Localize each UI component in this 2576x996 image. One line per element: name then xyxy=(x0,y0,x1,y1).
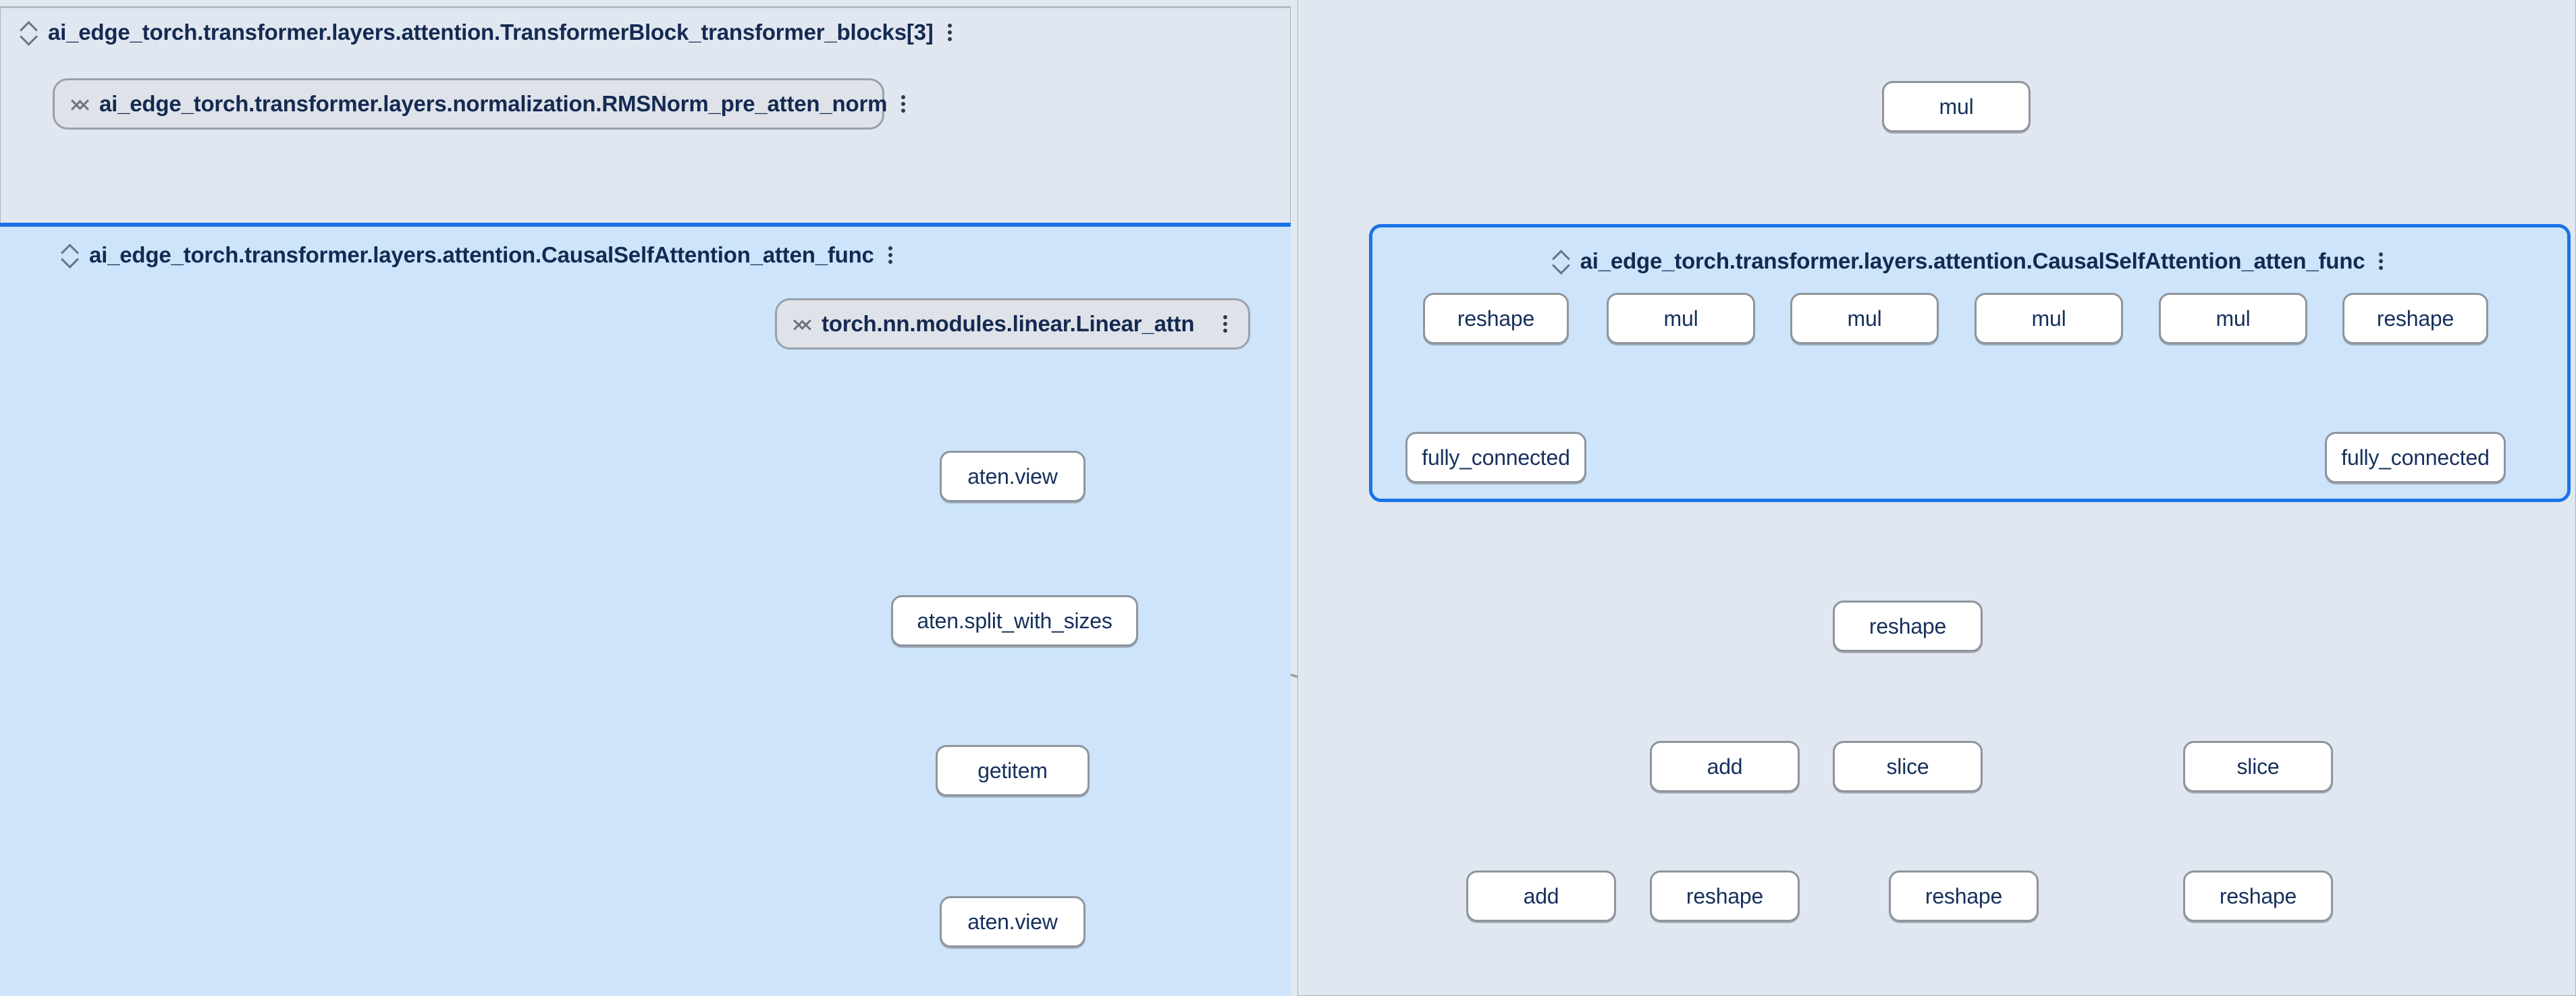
node-slice-1-label: slice xyxy=(1886,754,1929,779)
node-add-1-label: add xyxy=(1707,754,1743,779)
node-reshape-e[interactable]: reshape xyxy=(1889,870,2039,922)
panel-divider xyxy=(0,6,1291,8)
node-reshape-e-label: reshape xyxy=(1925,883,2003,908)
node-mul-1[interactable]: mul xyxy=(1607,293,1755,344)
group-causal-self-attention-left-title: ai_edge_torch.transformer.layers.attenti… xyxy=(89,242,874,267)
node-reshape-c[interactable]: reshape xyxy=(1833,601,1983,652)
node-aten-split-with-sizes[interactable]: aten.split_with_sizes xyxy=(891,595,1138,646)
node-fully-connected-left[interactable]: fully_connected xyxy=(1405,432,1586,483)
node-aten-split-with-sizes-label: aten.split_with_sizes xyxy=(917,608,1112,633)
node-reshape-c-label: reshape xyxy=(1869,613,1947,638)
node-aten-view-2-label: aten.view xyxy=(967,909,1058,934)
node-rmsnorm-module[interactable]: ai_edge_torch.transformer.layers.normali… xyxy=(53,78,906,130)
node-rmsnorm-label: ai_edge_torch.transformer.layers.normali… xyxy=(99,91,888,116)
node-linear-attn-module[interactable]: torch.nn.modules.linear.Linear_attn xyxy=(775,298,1250,350)
group-causal-self-attention-right-title: ai_edge_torch.transformer.layers.attenti… xyxy=(1580,248,2365,273)
node-add-1[interactable]: add xyxy=(1650,741,1800,792)
kebab-menu-icon[interactable] xyxy=(899,92,909,115)
node-reshape-f[interactable]: reshape xyxy=(2183,870,2333,922)
node-getitem[interactable]: getitem xyxy=(936,745,1090,796)
node-mul-4-label: mul xyxy=(2216,306,2251,331)
kebab-menu-icon[interactable] xyxy=(886,244,896,267)
node-fully-connected-right-label: fully_connected xyxy=(2341,445,2490,470)
node-add-2[interactable]: add xyxy=(1466,870,1616,922)
node-slice-1[interactable]: slice xyxy=(1833,741,1983,792)
node-slice-2-label: slice xyxy=(2236,754,2280,779)
kebab-menu-icon[interactable] xyxy=(2377,250,2386,273)
node-reshape-d-label: reshape xyxy=(1686,883,1764,908)
node-reshape-d[interactable]: reshape xyxy=(1650,870,1800,922)
kebab-menu-icon[interactable] xyxy=(1221,312,1231,335)
collapse-chevrons-icon[interactable] xyxy=(62,244,77,267)
node-mul-3-label: mul xyxy=(2031,306,2066,331)
node-fully-connected-right[interactable]: fully_connected xyxy=(2325,432,2506,483)
node-reshape-a[interactable]: reshape xyxy=(1423,293,1569,344)
node-mul-top[interactable]: mul xyxy=(1882,81,2031,132)
node-aten-view-1[interactable]: aten.view xyxy=(940,451,1085,502)
node-getitem-label: getitem xyxy=(977,758,1048,783)
node-linear-attn-label: torch.nn.modules.linear.Linear_attn xyxy=(822,311,1195,336)
node-reshape-f-label: reshape xyxy=(2219,883,2297,908)
node-fully-connected-left-label: fully_connected xyxy=(1422,445,1570,470)
node-reshape-a-label: reshape xyxy=(1457,306,1535,331)
node-aten-view-1-label: aten.view xyxy=(967,464,1058,489)
node-mul-1-label: mul xyxy=(1663,306,1698,331)
expand-chevrons-icon[interactable] xyxy=(72,92,87,115)
node-slice-2[interactable]: slice xyxy=(2183,741,2333,792)
node-mul-4[interactable]: mul xyxy=(2159,293,2307,344)
collapse-chevrons-icon[interactable] xyxy=(1553,250,1568,273)
collapse-chevrons-icon[interactable] xyxy=(21,21,36,44)
node-mul-top-label: mul xyxy=(1939,94,1974,119)
group-transformer-block-header: ai_edge_torch.transformer.layers.attenti… xyxy=(1,8,1290,57)
node-mul-3[interactable]: mul xyxy=(1975,293,2123,344)
expand-chevrons-icon[interactable] xyxy=(795,312,809,335)
group-transformer-block-title: ai_edge_torch.transformer.layers.attenti… xyxy=(48,20,934,45)
node-mul-2-label: mul xyxy=(1847,306,1882,331)
group-causal-self-attention-left-header: ai_edge_torch.transformer.layers.attenti… xyxy=(0,231,1291,279)
node-reshape-b-label: reshape xyxy=(2376,306,2454,331)
node-reshape-b[interactable]: reshape xyxy=(2342,293,2488,344)
group-causal-self-attention-right-header: ai_edge_torch.transformer.layers.attenti… xyxy=(1372,237,2567,285)
kebab-menu-icon[interactable] xyxy=(946,21,955,44)
node-mul-2[interactable]: mul xyxy=(1790,293,1939,344)
node-add-2-label: add xyxy=(1523,883,1559,908)
node-aten-view-2[interactable]: aten.view xyxy=(940,896,1085,947)
